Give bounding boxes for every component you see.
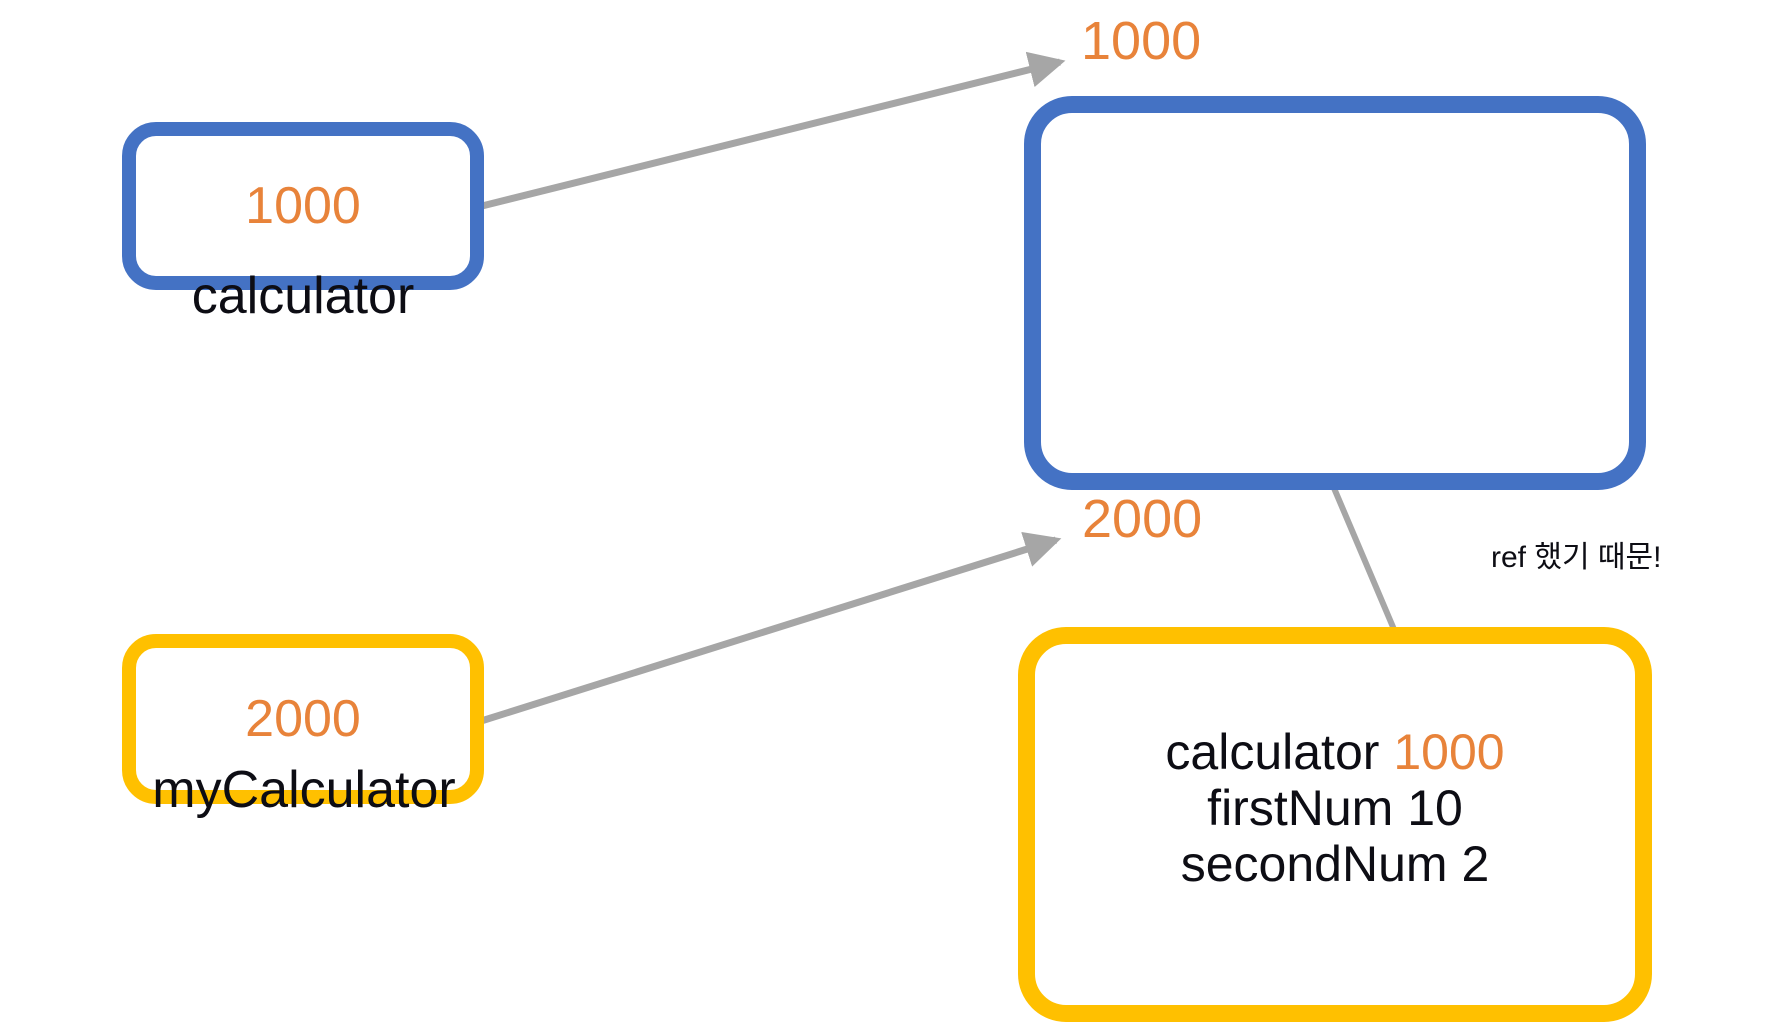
stack-label-mycalculator: myCalculator (152, 761, 456, 819)
field-value-calculator: 1000 (1393, 724, 1505, 780)
field-value-secondnum: 2 (1461, 836, 1490, 892)
heap-object-1000[interactable] (1024, 96, 1646, 490)
arrow-mycalculator-to-heap-2000 (476, 531, 1062, 726)
field-row-secondnum: secondNum 2 (1018, 836, 1652, 892)
heap-object-2000-fields: calculator 1000 firstNum 10 secondNum 2 (1018, 724, 1652, 892)
stack-value-mycalculator: 2000 (245, 690, 361, 748)
field-name-calculator: calculator (1165, 724, 1380, 780)
heap-address-label-2000: 2000 (1082, 489, 1203, 549)
annotation-ref-note: ref 했기 때문! (1491, 541, 1662, 574)
stack-box-mycalculator[interactable]: 2000 (122, 634, 484, 804)
field-row-firstnum: firstNum 10 (1018, 780, 1652, 836)
field-name-firstnum: firstNum (1207, 780, 1394, 836)
stack-label-calculator: calculator (191, 267, 415, 325)
heap-address-label-1000: 1000 (1081, 11, 1202, 71)
field-row-calculator: calculator 1000 (1018, 724, 1652, 780)
heap-object-2000[interactable] (1018, 627, 1652, 1022)
stack-box-calculator[interactable]: 1000 (122, 122, 484, 290)
arrow-calculator-to-heap-1000 (477, 51, 1066, 211)
stack-value-calculator: 1000 (245, 177, 361, 235)
field-name-secondnum: secondNum (1180, 836, 1448, 892)
field-value-firstnum: 10 (1407, 780, 1463, 836)
